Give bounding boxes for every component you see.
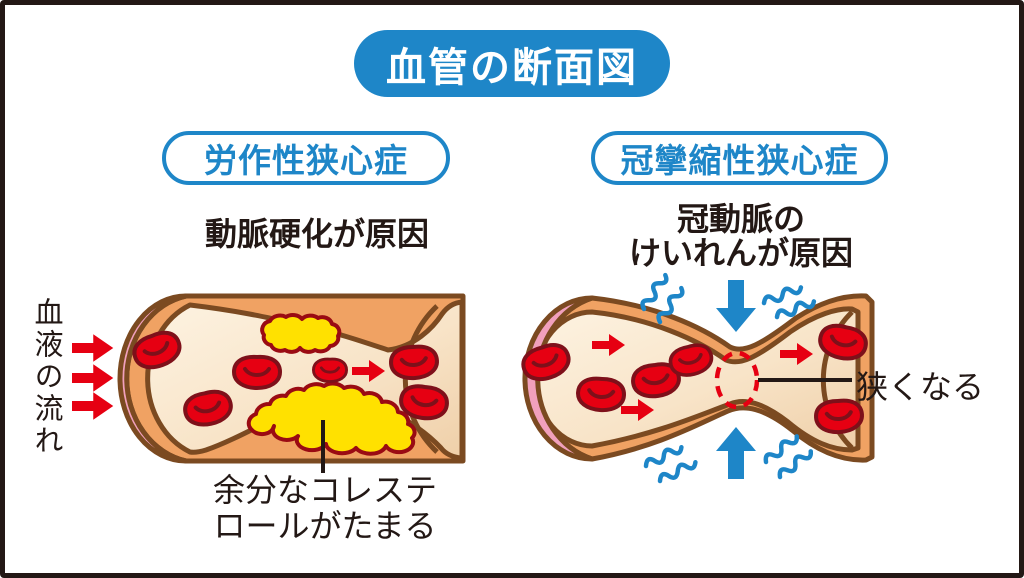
blood-flow-label: 血液の流れ: [30, 297, 64, 457]
flow-arrow: [72, 364, 114, 392]
narrowing-annotation: 狭くなる: [856, 368, 985, 406]
cholesterol-annotation-line2: ロールがたまる: [213, 506, 437, 545]
pressure-arrow-down: [716, 280, 756, 332]
page-title-text: 血管の断面図: [386, 44, 638, 91]
cholesterol-plaque-bottom: [246, 381, 417, 456]
blood-flow-arrows: [72, 334, 114, 420]
cholesterol-annotation: 余分なコレステ ロールがたまる: [173, 471, 477, 545]
cholesterol-annotation-line1: 余分なコレステ: [212, 471, 437, 509]
left-heading-text: 労作性狭心症: [204, 141, 408, 180]
pressure-arrow-up: [716, 427, 756, 479]
right-cause-line2: けいれんが原因: [628, 233, 853, 272]
blood-cell: [312, 357, 348, 383]
vessel-cross-section-ring: [117, 293, 189, 464]
blood-cell: [574, 375, 627, 414]
right-panel-heading: 冠攣縮性狭心症: [591, 131, 888, 185]
left-panel-heading: 労作性狭心症: [162, 131, 450, 185]
left-vessel-illustration: [72, 293, 466, 473]
right-cause-label: 冠動脈の けいれんが原因: [590, 200, 892, 272]
flow-arrow: [72, 334, 114, 362]
spasm-squiggle-icon: [639, 273, 669, 311]
flow-arrow: [72, 392, 114, 420]
narrowing-dashed-ellipse: [714, 350, 760, 410]
page-title: 血管の断面図: [354, 30, 670, 97]
cholesterol-plaque-top: [260, 313, 342, 354]
left-cause-label: 動脈硬化が原因: [204, 215, 429, 253]
blood-cell: [232, 354, 282, 390]
right-vessel-illustration: [517, 273, 875, 484]
blood-cell: [388, 343, 441, 382]
right-cause-line1: 冠動脈の: [676, 200, 805, 238]
right-heading-text: 冠攣縮性狭心症: [620, 141, 859, 180]
